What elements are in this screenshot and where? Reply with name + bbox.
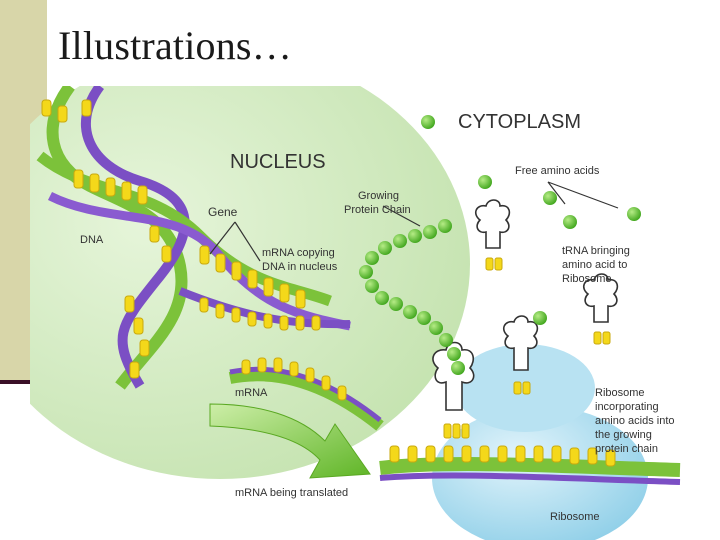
label-mrna-translated: mRNA being translated [235,487,348,499]
label-ribosome-inc-2: incorporating [595,401,659,413]
mrna-in-nucleus [178,287,351,331]
trna-anticodons [443,257,611,439]
export-arrow [209,403,371,479]
label-mrna-copying-1: mRNA copying [262,247,335,259]
mrna-translated-strand [379,445,681,485]
free-amino-acids [421,115,641,325]
trna-molecules [432,199,619,411]
ribosome-body [432,406,648,540]
label-growing-2: Protein Chain [344,204,411,216]
protein-chain-beads [359,219,465,375]
protein-synthesis-illustration: NUCLEUS CYTOPLASM Free amino acids Growi… [30,86,693,540]
label-trna-1: tRNA bringing [562,245,630,257]
label-mrna: mRNA [235,387,268,399]
label-trna-2: amino acid to [562,259,627,271]
label-trna-3: Ribosome [562,273,612,285]
label-ribosome: Ribosome [550,511,600,523]
label-ribosome-inc-5: protein chain [595,443,658,455]
pointer-lines [209,181,619,262]
label-dna: DNA [80,234,104,246]
label-nucleus: NUCLEUS [230,151,326,173]
slide-title: Illustrations… [58,23,292,68]
mrna-strand [228,357,384,431]
label-gene: Gene [208,205,238,219]
label-ribosome-inc-1: Ribosome [595,387,645,399]
dna-helix [36,86,351,390]
label-growing-1: Growing [358,190,399,202]
label-ribosome-inc-4: the growing [595,429,652,441]
label-free-amino-acids: Free amino acids [515,165,600,177]
sidebar-divider [0,380,47,384]
protein-synthesis-svg: NUCLEUS CYTOPLASM Free amino acids Growi… [30,86,681,540]
label-mrna-copying-2: DNA in nucleus [262,261,338,273]
label-ribosome-inc-3: amino acids into [595,415,675,427]
label-cytoplasm: CYTOPLASM [458,111,581,133]
